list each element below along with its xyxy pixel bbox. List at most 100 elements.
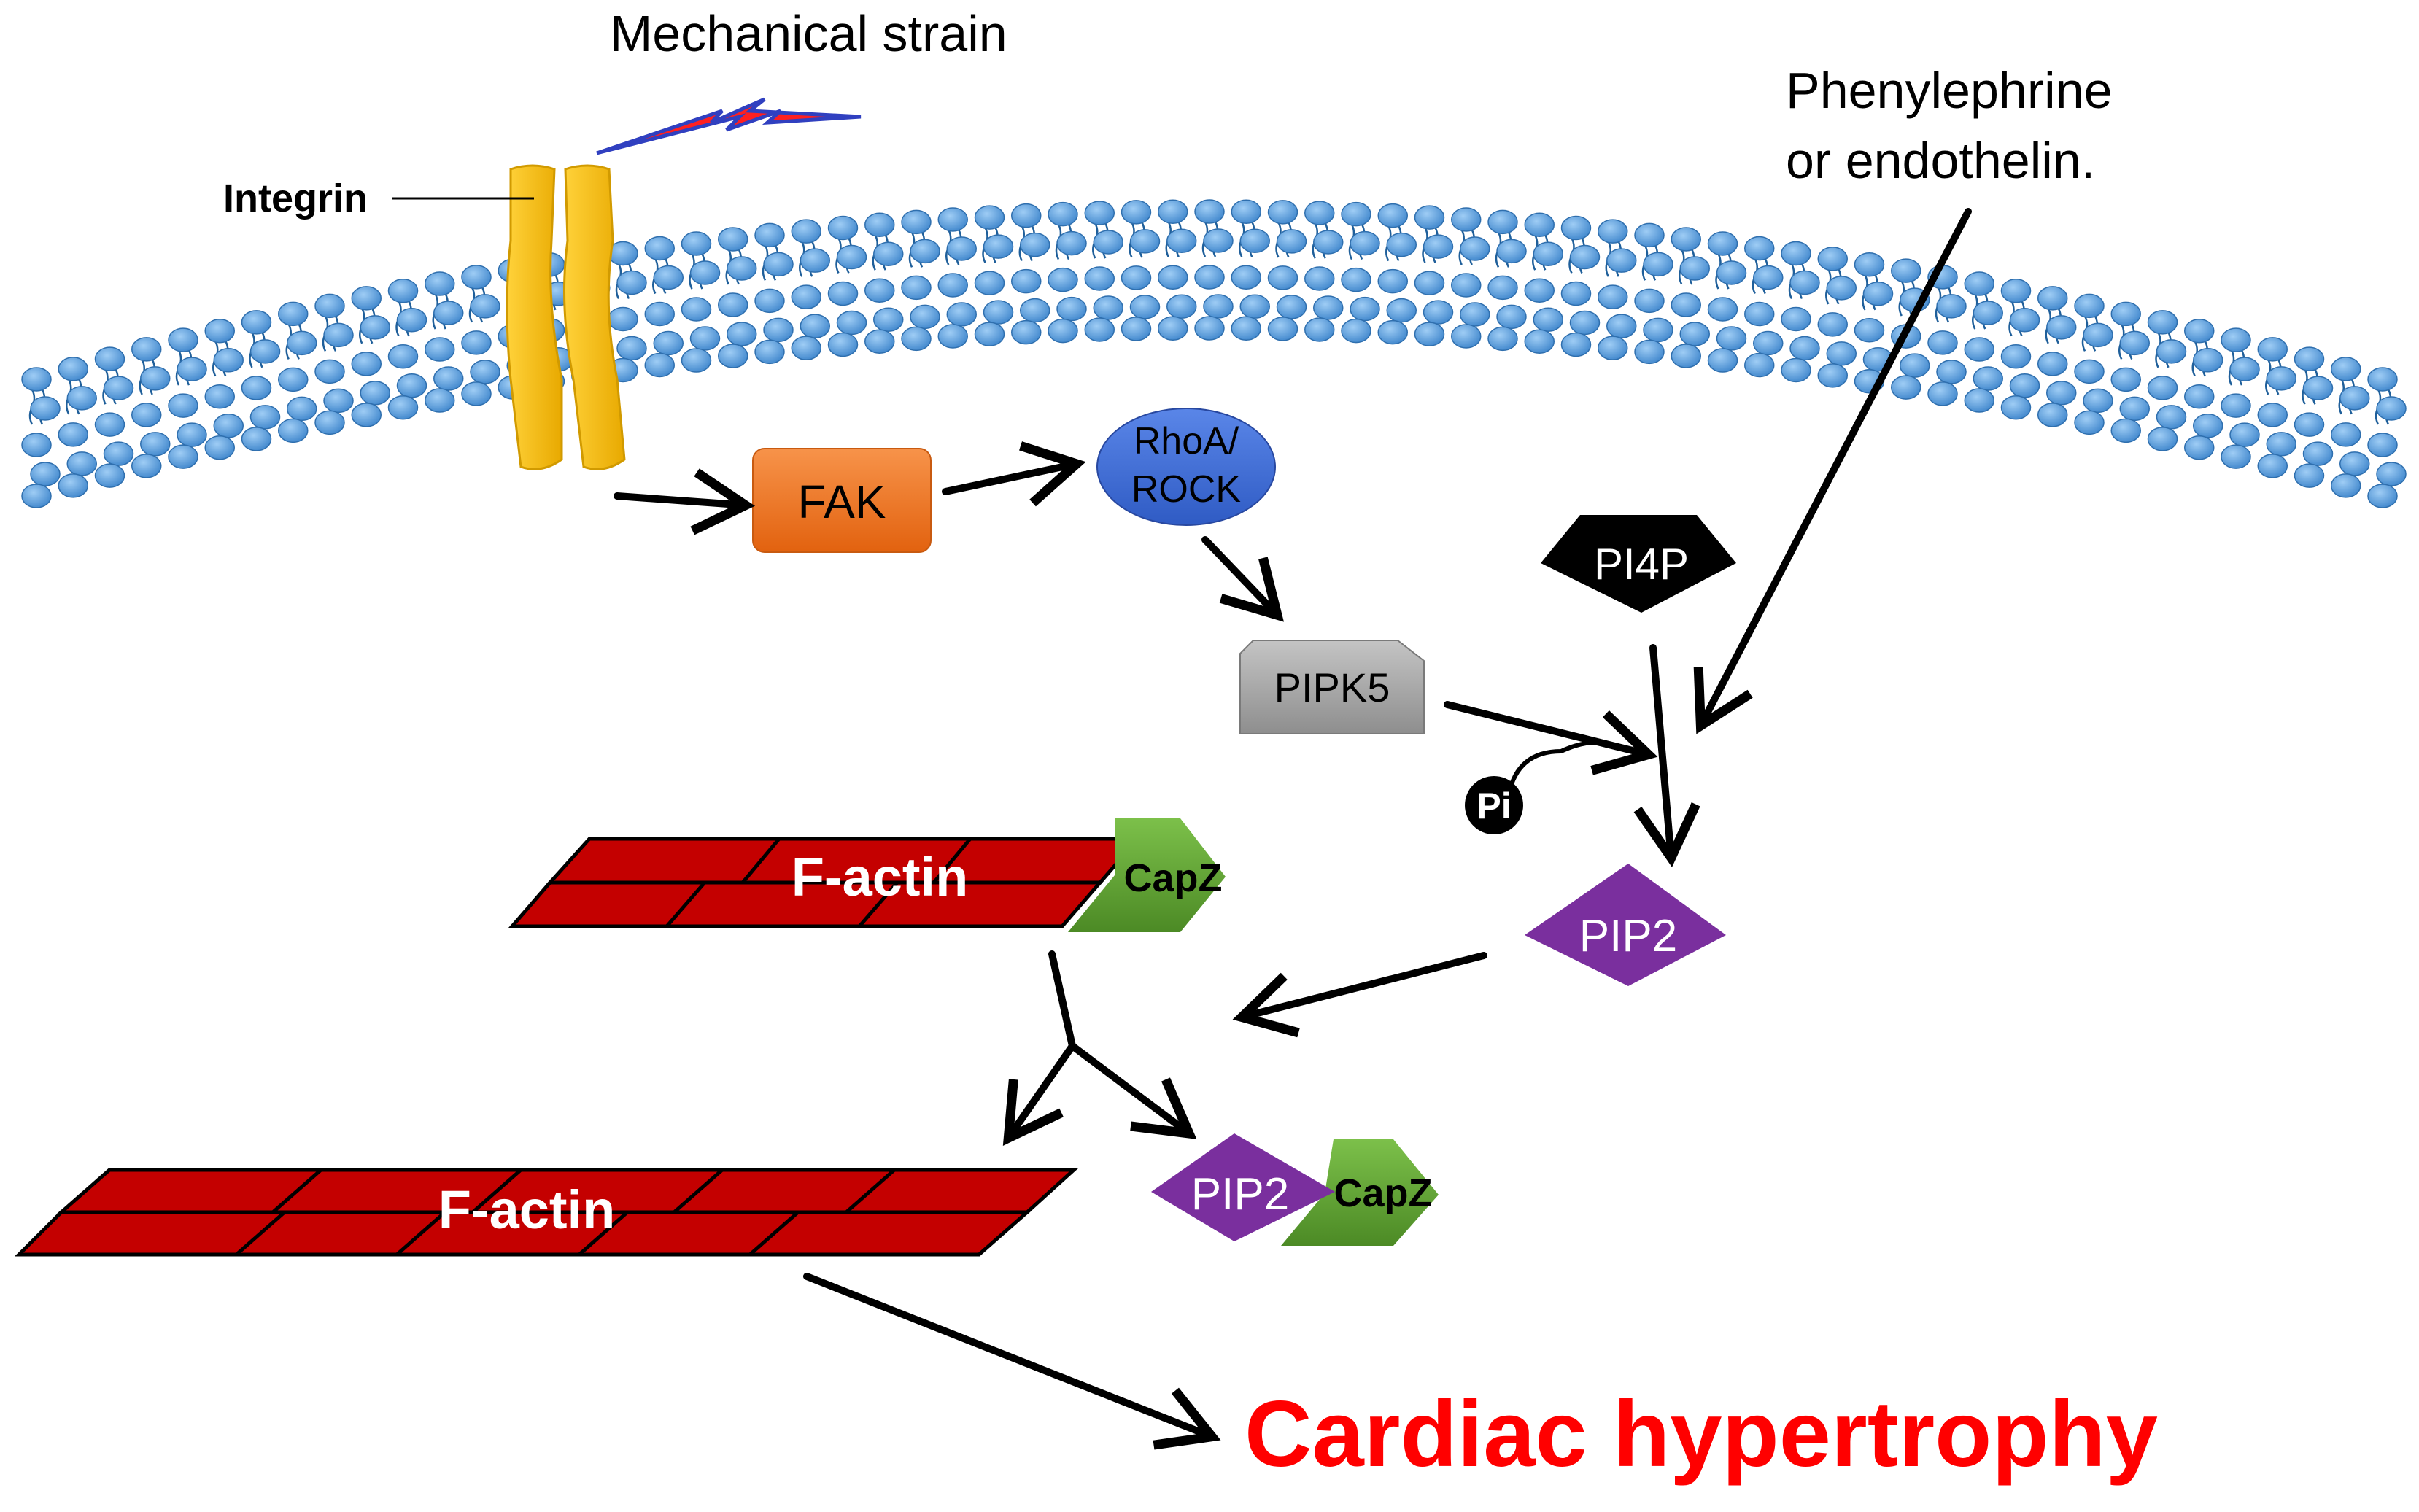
lipid-head bbox=[1524, 278, 1555, 303]
lipid-head bbox=[2074, 359, 2105, 384]
lipid-head bbox=[1158, 316, 1188, 341]
lipid-head bbox=[249, 339, 281, 364]
lipid-head bbox=[1276, 229, 1307, 254]
lipid-head bbox=[1304, 201, 1335, 225]
lipid-head bbox=[470, 294, 500, 319]
lipid-head bbox=[351, 403, 382, 427]
lipid-head bbox=[433, 301, 464, 325]
lipid-head bbox=[1231, 265, 1261, 290]
lipid-head bbox=[681, 348, 712, 373]
lipid-head bbox=[1826, 276, 1857, 301]
lipid-head bbox=[718, 292, 748, 317]
lipid-head bbox=[287, 396, 317, 422]
lipid-head bbox=[644, 301, 675, 327]
lipid-head bbox=[901, 209, 932, 235]
lipid-head bbox=[1964, 388, 1994, 413]
pi4p-node: PI4P bbox=[1541, 515, 1736, 613]
lipid-head bbox=[204, 435, 235, 460]
lipid-head bbox=[1350, 296, 1380, 322]
lipid-head bbox=[1093, 230, 1123, 255]
lipid-head bbox=[241, 427, 272, 451]
pi-node: Pi bbox=[1465, 740, 1603, 834]
lipid-head bbox=[387, 395, 419, 420]
lipid-head bbox=[2339, 386, 2370, 411]
lipid-head bbox=[1679, 256, 1710, 281]
cell-membrane bbox=[21, 199, 2407, 508]
lipid-head bbox=[2110, 367, 2141, 392]
complex-capz-label: CapZ bbox=[1334, 1171, 1433, 1215]
lipid-head bbox=[763, 252, 794, 277]
lipid-head bbox=[1973, 301, 2003, 325]
lipid-head bbox=[1789, 336, 1820, 361]
arrow-to-uncapped-actin bbox=[1002, 1042, 1076, 1146]
lipid-head bbox=[791, 284, 821, 309]
lipid-head bbox=[1121, 317, 1152, 341]
lipid-head bbox=[351, 352, 382, 376]
lipid-head bbox=[2257, 403, 2288, 427]
lipid-head bbox=[58, 357, 88, 381]
lipid-head bbox=[1020, 232, 1050, 257]
lipid-head bbox=[1194, 199, 1225, 224]
lipid-head bbox=[1386, 232, 1417, 257]
lipid-head bbox=[1267, 200, 1298, 225]
lipid-head bbox=[103, 376, 134, 400]
lipid-head bbox=[1377, 319, 1408, 345]
lipid-head bbox=[204, 384, 235, 409]
lipid-head bbox=[1194, 316, 1225, 341]
lipid-head bbox=[791, 336, 821, 360]
lipid-head bbox=[1129, 295, 1161, 319]
lipid-head bbox=[2074, 410, 2105, 435]
arrow-pip2-to-actin bbox=[1232, 952, 1487, 1038]
lipid-head bbox=[1423, 300, 1454, 325]
lipid-head bbox=[1121, 265, 1152, 290]
lipid-head bbox=[1093, 295, 1123, 320]
pip2-label: PIP2 bbox=[1579, 911, 1677, 961]
lipid-head bbox=[58, 422, 88, 447]
lipid-head bbox=[66, 386, 97, 411]
lipid-head bbox=[2302, 376, 2334, 400]
rhoa-label: RhoA/ bbox=[1134, 420, 1239, 462]
lipid-head bbox=[387, 278, 419, 303]
lipid-head bbox=[2294, 412, 2325, 437]
lipid-head bbox=[314, 293, 345, 319]
lipid-head bbox=[1900, 353, 1930, 378]
lipid-head bbox=[1598, 336, 1628, 360]
lipid-head bbox=[30, 462, 61, 486]
arrow-agonist-to-reaction bbox=[1693, 208, 1972, 734]
lipid-head bbox=[689, 260, 721, 285]
lipid-head bbox=[2266, 366, 2296, 391]
lipid-head bbox=[1231, 316, 1261, 341]
lipid-head bbox=[873, 241, 904, 266]
lipid-head bbox=[2229, 357, 2260, 381]
lipid-head bbox=[1671, 344, 1701, 368]
lipid-head bbox=[974, 205, 1005, 230]
lipid-head bbox=[1231, 199, 1261, 224]
lipid-head bbox=[1671, 292, 1701, 317]
factin-bottom-label: F-actin bbox=[438, 1179, 616, 1240]
lipid-head bbox=[1753, 330, 1784, 356]
lipid-head bbox=[30, 396, 61, 421]
capz-top-icon bbox=[1068, 818, 1226, 932]
lipid-head bbox=[1084, 201, 1115, 225]
lipid-head bbox=[204, 318, 235, 344]
lipid-head bbox=[2331, 422, 2361, 447]
lipid-head bbox=[873, 307, 904, 332]
pipk5-node: PIPK5 bbox=[1239, 640, 1425, 734]
lipid-head bbox=[754, 339, 785, 365]
lipid-head bbox=[1121, 200, 1152, 225]
lipid-head bbox=[1560, 215, 1592, 241]
lipid-head bbox=[140, 366, 171, 391]
lipid-head bbox=[2221, 444, 2251, 469]
lipid-head bbox=[94, 346, 125, 371]
lipid-head bbox=[1414, 205, 1445, 230]
lipid-head bbox=[396, 307, 427, 333]
lipid-head bbox=[937, 207, 968, 232]
lipid-head bbox=[314, 359, 345, 384]
lipid-head bbox=[2009, 373, 2040, 398]
factin-capz-top: F-actin CapZ bbox=[508, 818, 1226, 932]
lipid-head bbox=[2037, 403, 2068, 427]
lipid-head bbox=[2147, 310, 2178, 335]
lipid-head bbox=[1606, 314, 1637, 338]
lipid-head bbox=[901, 275, 932, 301]
